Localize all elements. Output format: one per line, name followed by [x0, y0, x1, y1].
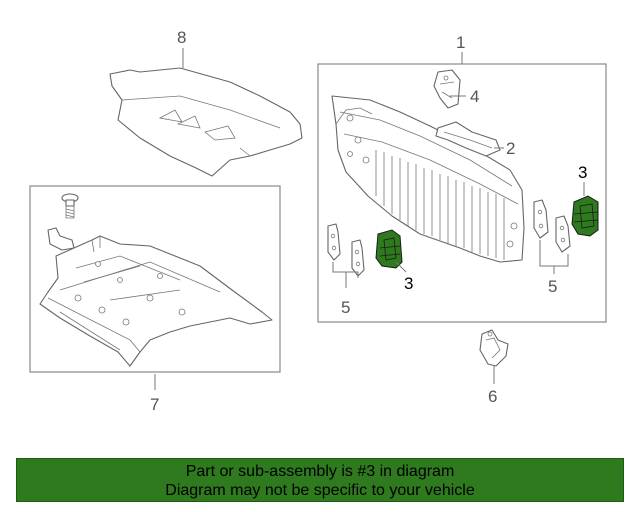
part-6-bracket — [479, 329, 509, 367]
callout-8: 8 — [177, 28, 186, 47]
part-3-bracket-highlighted-left[interactable] — [375, 229, 403, 269]
part-1-rear-panel — [331, 95, 525, 263]
callout-3-left: 3 — [404, 274, 413, 293]
part-5-brackets-right — [533, 199, 571, 253]
callout-4: 4 — [470, 87, 479, 106]
part-7-box — [29, 185, 281, 373]
leader-5a — [332, 262, 359, 288]
highlight-notice-banner: Part or sub-assembly is #3 in diagram Di… — [16, 458, 624, 502]
part-5-brackets-left — [327, 223, 365, 277]
part-4-bracket — [433, 69, 461, 109]
notice-line-1: Part or sub-assembly is #3 in diagram — [185, 463, 455, 480]
leader-5b — [539, 240, 569, 274]
bolt-icon — [61, 193, 79, 219]
part-8-tray-trim — [109, 67, 303, 177]
part-3-bracket-highlighted-right[interactable] — [571, 195, 599, 237]
parts-diagram: 8 7 1 — [29, 28, 607, 414]
notice-line-2: Diagram may not be specific to your vehi… — [165, 482, 475, 499]
callout-7: 7 — [150, 395, 159, 414]
callout-5-left: 5 — [341, 298, 350, 317]
callout-3-right: 3 — [578, 163, 587, 182]
callout-6: 6 — [488, 387, 497, 406]
leader-3a — [395, 261, 407, 273]
callout-5-right: 5 — [548, 277, 557, 296]
callout-2: 2 — [506, 139, 515, 158]
part-7-floor-pan — [39, 193, 273, 367]
part-2-reinforcement — [435, 121, 501, 157]
callout-1: 1 — [456, 33, 465, 52]
